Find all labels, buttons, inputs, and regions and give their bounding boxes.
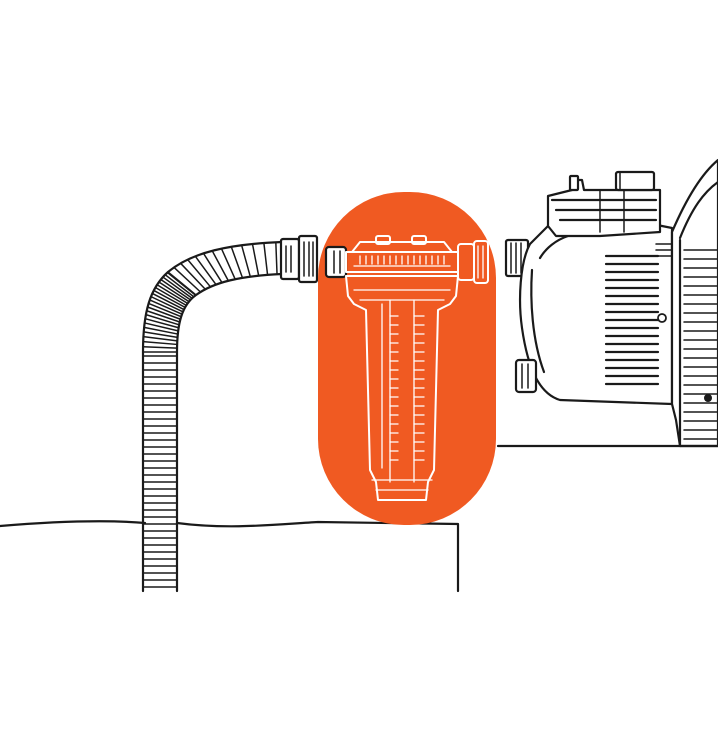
pre-filter-icon xyxy=(324,235,489,501)
garden-pump-icon xyxy=(496,158,718,448)
ground-and-tank xyxy=(0,520,460,593)
suction-hose-icon xyxy=(141,234,319,593)
